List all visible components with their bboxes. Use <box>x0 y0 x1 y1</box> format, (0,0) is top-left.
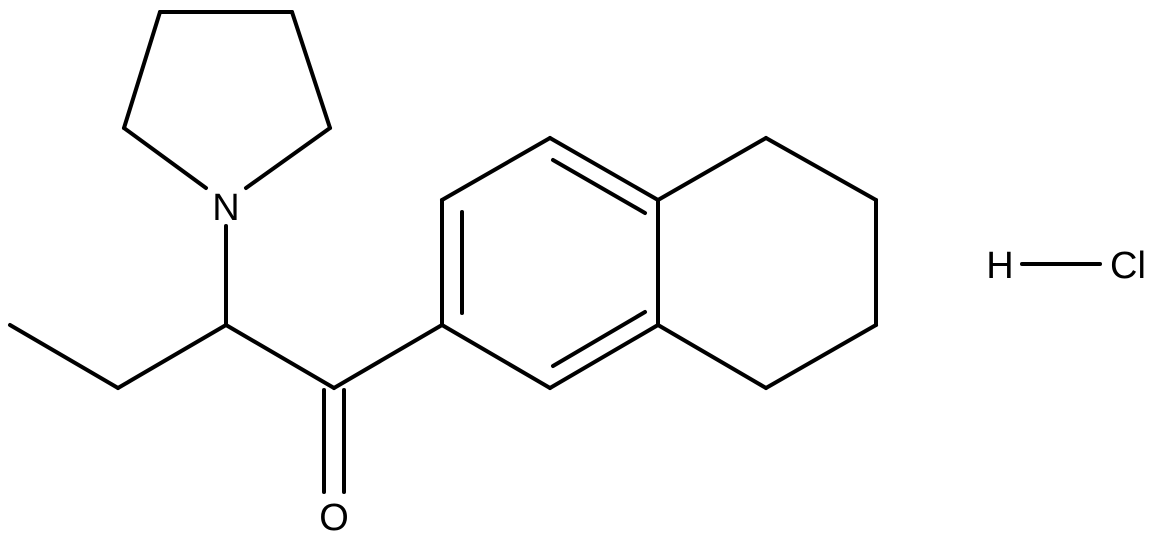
bond-sat-1 <box>656 136 768 202</box>
aromatic-ring <box>440 136 660 390</box>
bond-ar-c5-c6-inner <box>551 310 647 368</box>
bond-ar-c5-c6 <box>548 323 660 390</box>
bond-sat-5 <box>656 323 768 390</box>
bond-sat-4 <box>764 323 878 390</box>
atom-label-nitrogen: N <box>212 187 239 229</box>
bond-carbonyl-ring <box>332 323 444 390</box>
bond-calpha-cethyl <box>116 323 228 390</box>
bond-sat-2 <box>764 136 878 202</box>
saturated-ring <box>656 136 878 390</box>
bond-calpha-carbonyl <box>224 323 336 390</box>
atom-label-hydrogen: H <box>986 245 1013 287</box>
bond-ethyl-methyl <box>8 323 120 390</box>
bond-ar-c2-c3 <box>440 136 552 202</box>
bond-c5-n <box>244 126 332 190</box>
bond-n-c2 <box>122 126 208 190</box>
bond-c2-c3 <box>122 10 162 130</box>
bond-ar-c3-c4-inner <box>551 158 647 215</box>
butanone-chain <box>8 224 444 494</box>
bond-ar-c3-c4 <box>548 136 660 202</box>
atom-label-oxygen: O <box>319 497 349 539</box>
pyrrolidine-ring <box>122 10 332 190</box>
atom-label-chlorine: Cl <box>1110 245 1146 287</box>
bond-c4-c5 <box>290 10 332 130</box>
bond-ar-c6-c1 <box>440 323 552 390</box>
